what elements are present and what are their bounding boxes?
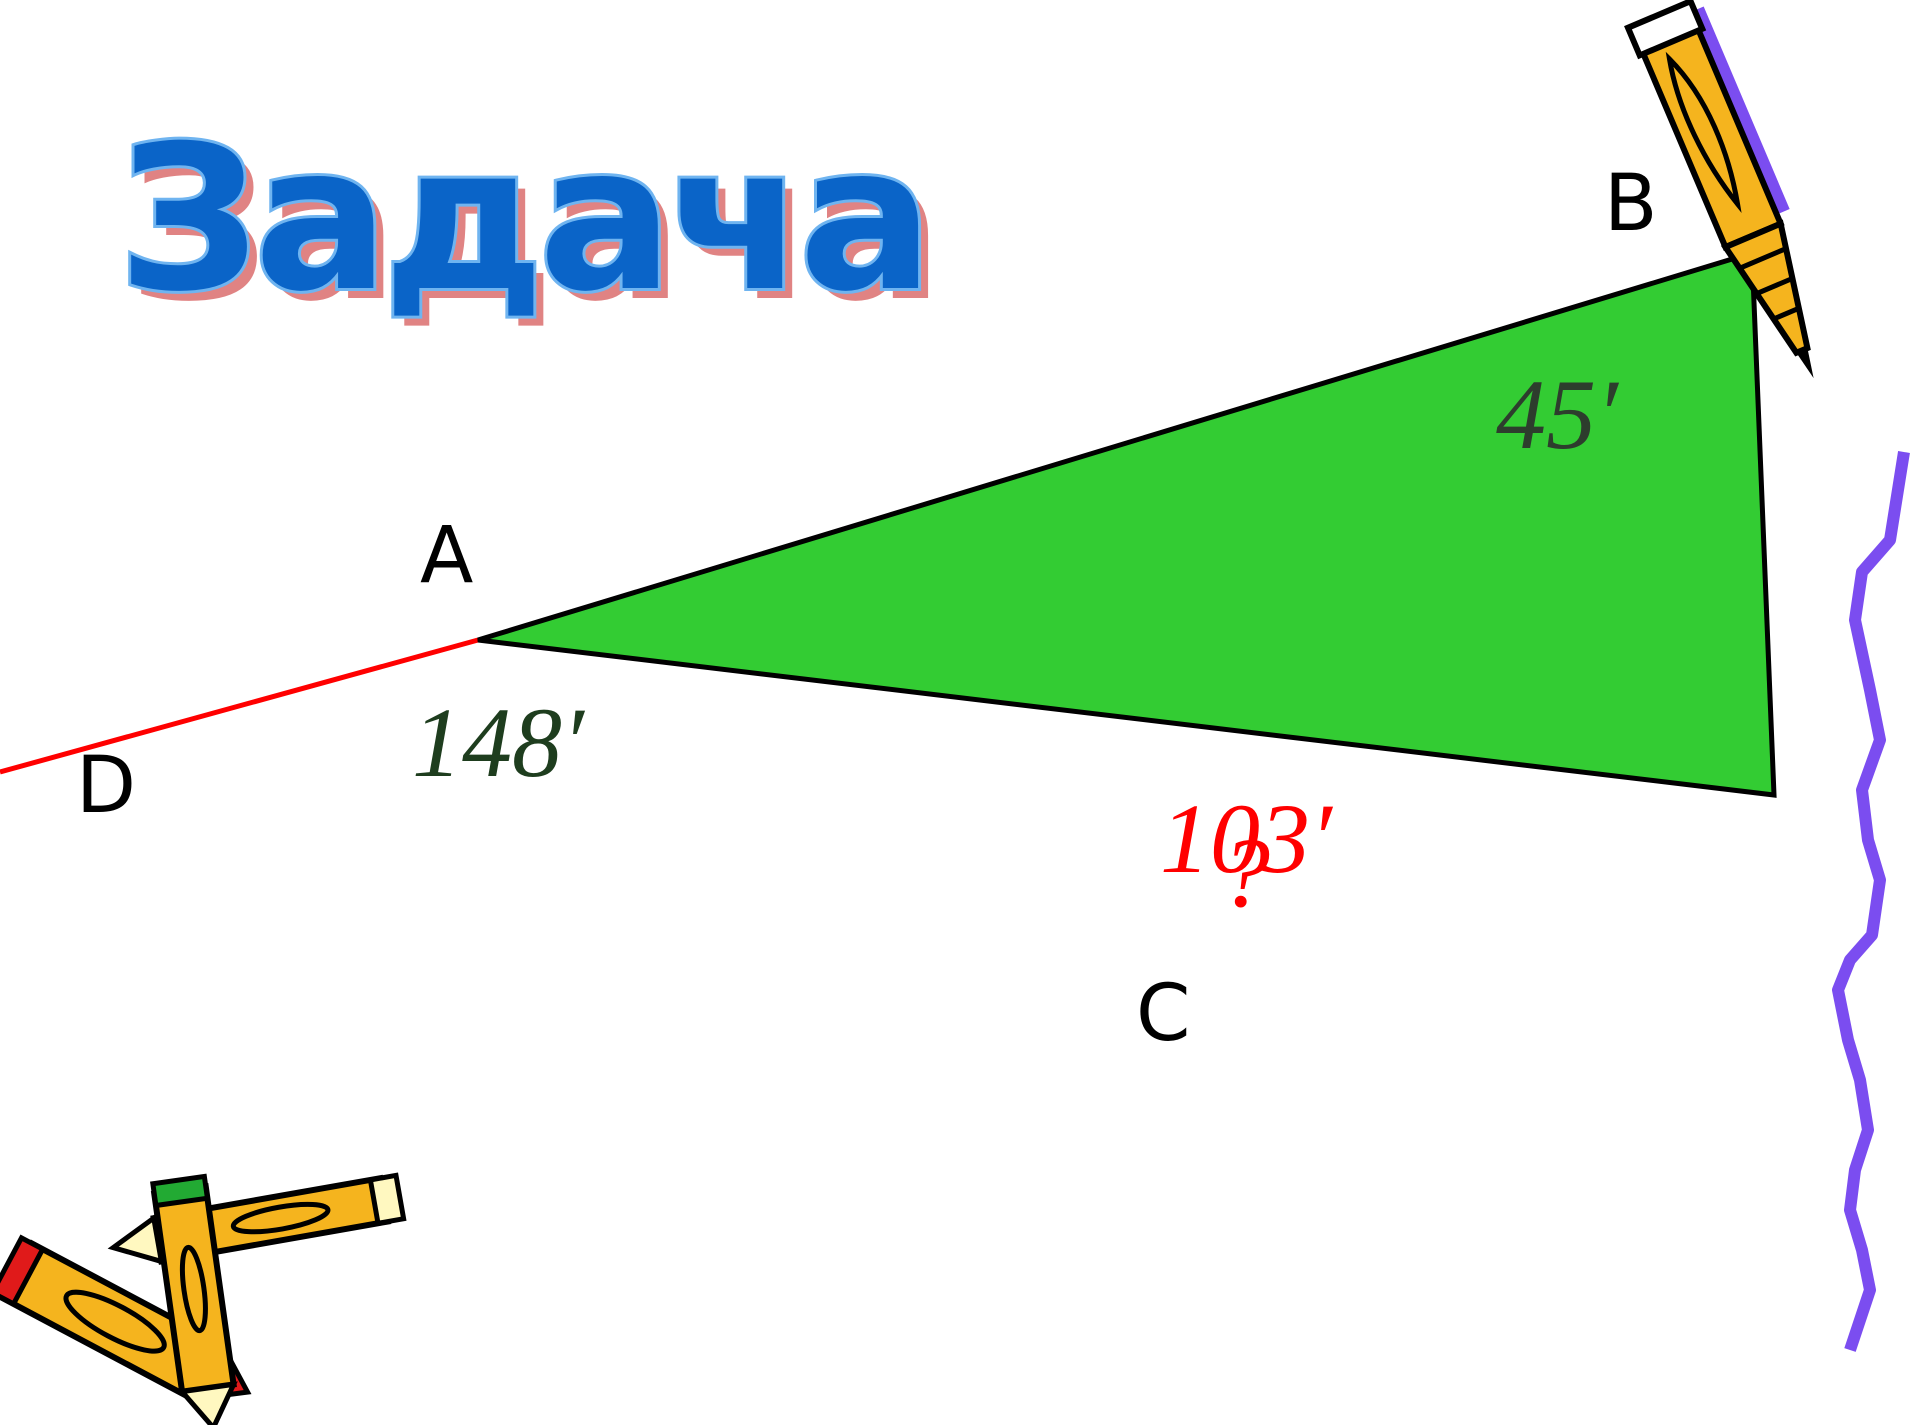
point-label-A: A (420, 511, 473, 601)
triangle-ABC (477, 249, 1777, 798)
point-label-C: C (1136, 969, 1190, 1059)
angle-label-C: 103′ (1160, 783, 1334, 894)
title-text: Задача (118, 103, 928, 336)
point-label-D: D (76, 741, 136, 831)
pencil-icon (1624, 0, 1814, 379)
angle-C-unknown-mark: ? (1220, 817, 1270, 928)
point-label-B: B (1604, 159, 1658, 249)
angle-label-A-exterior: 148′ (412, 687, 586, 798)
ray-AD (0, 637, 479, 775)
squiggle-line (1832, 451, 1910, 1352)
title-shadow: Задача (128, 113, 938, 346)
crossed-pencils-icon (0, 1172, 407, 1425)
slide-title: Задача Задача (115, 100, 944, 346)
angle-label-B: 45′ (1496, 359, 1620, 470)
